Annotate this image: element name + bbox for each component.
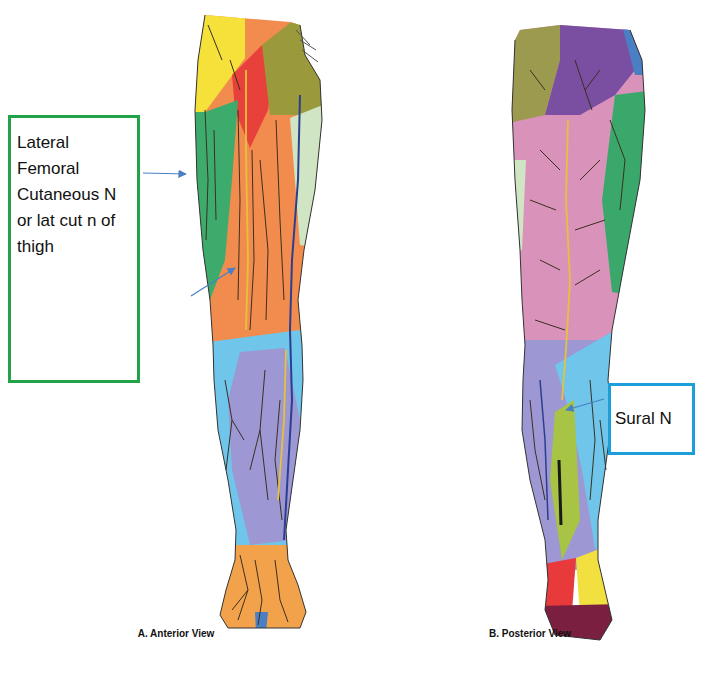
view-caption: A. Anterior View (108, 628, 244, 640)
sural-nerve-line (559, 460, 561, 525)
callout-text: Lateral Femoral Cutaneous N or lat cut n… (17, 130, 123, 260)
anterior-vein (284, 95, 300, 540)
posterior-leg (500, 15, 660, 650)
anterior-main-nerves (246, 70, 286, 500)
posterior-main-nerves (562, 120, 570, 400)
view-caption: B. Posterior View (462, 628, 598, 640)
callout-text: Sural N (615, 408, 688, 430)
leader-arrows (143, 173, 604, 410)
anterior-nerves (205, 25, 288, 625)
anterior-leg (185, 10, 335, 635)
callout-box: Lateral Femoral Cutaneous N or lat cut n… (8, 115, 140, 383)
callout-box: Sural N (608, 383, 695, 455)
